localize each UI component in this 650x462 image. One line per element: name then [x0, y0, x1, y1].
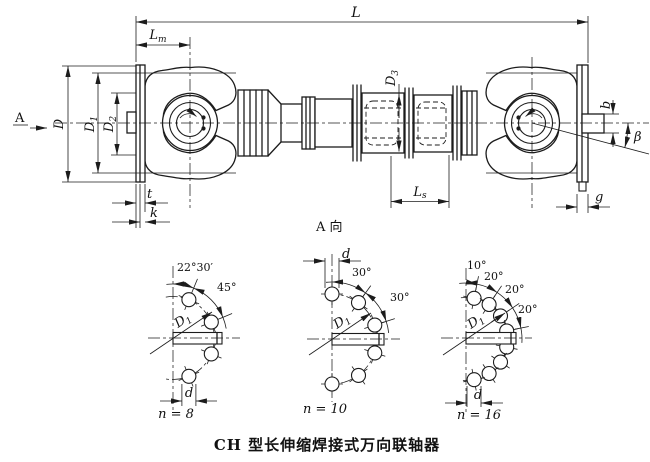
bolt-hole [364, 314, 386, 336]
label-k: k [150, 206, 158, 221]
bolt-hole [479, 364, 499, 383]
dimension-b: b [599, 100, 619, 147]
label-t: t [147, 187, 153, 202]
label-D1-view: D1 [464, 311, 488, 335]
stub-shaft [581, 113, 605, 134]
bolt-hole [200, 311, 222, 333]
label-n8: n = 8 [158, 407, 194, 422]
bolt-view-n10: D1 30° 30° d n = 10 [303, 247, 410, 417]
bolt-hole [349, 293, 368, 312]
bolt-hole [463, 287, 485, 310]
label-d: d [185, 386, 193, 401]
center-lines [55, 37, 649, 208]
label-Ls: Ls [412, 185, 427, 201]
dimension-t-k: t k [112, 184, 170, 228]
label-d: d [474, 388, 482, 403]
dimension-D1: D1 [83, 72, 236, 174]
label-D: D [52, 118, 67, 130]
label-D1-view: D1 [171, 310, 195, 334]
yoke-fork [144, 66, 237, 180]
dimension-D2: D2 [102, 92, 136, 156]
figure-caption: CH 型长伸缩焊接式万向联轴器 [214, 436, 440, 454]
label-n16: n = 16 [457, 408, 501, 423]
bolt-view-n16: D1 10° 20° 20° 20° d n = 16 [441, 259, 538, 423]
dimension-D: D [52, 65, 136, 183]
label-beta: β [633, 130, 642, 145]
dimension-g: g [556, 190, 610, 213]
dimension-D3: D3 [384, 70, 402, 152]
bolt-hole [178, 365, 200, 387]
bolt-hole [321, 373, 343, 395]
label-Lm: Lm [148, 28, 166, 45]
dimension-L: L [135, 5, 589, 63]
label-angle-30b: 30° [390, 291, 410, 304]
bolt-hole [321, 283, 343, 305]
bolt-view-n8: D1 22°30′ 45° d n = 8 [148, 261, 240, 422]
label-angle-30a: 30° [352, 266, 372, 279]
label-n10: n = 10 [303, 402, 347, 417]
label-D1: D1 [83, 116, 100, 133]
label-D3: D3 [384, 70, 401, 87]
label-angle-45: 45° [217, 281, 237, 294]
dimension-beta: β [531, 122, 650, 155]
label-L: L [350, 5, 360, 21]
label-angle-10: 10° [467, 259, 487, 272]
label-d: d [342, 247, 350, 262]
label-D1-view: D1 [330, 311, 354, 335]
label-angle-20a: 20° [484, 270, 504, 283]
label-angle-2230: 22°30′ [177, 261, 213, 274]
bolt-hole [349, 366, 368, 385]
label-g: g [595, 190, 603, 205]
label-b: b [599, 101, 614, 109]
view-direction-arrow: A [13, 111, 47, 131]
label-D2: D2 [102, 116, 119, 133]
label-view-A: A 向 [315, 219, 343, 235]
right-flange [576, 64, 605, 192]
left-flange [126, 64, 146, 183]
dimension-Lm: Lm [136, 28, 190, 48]
bolt-hole [491, 352, 510, 372]
dimension-d: d [303, 247, 361, 288]
main-drawing-universal-coupling: L Lm D D1 D2 [13, 5, 650, 235]
dimension-d: d [445, 386, 503, 407]
bolt-hole [364, 342, 386, 364]
label-angle-20b: 20° [505, 283, 525, 296]
dimension-Ls: Ls [390, 155, 450, 208]
bolt-hole [463, 368, 485, 391]
label-A-arrow: A [14, 111, 25, 126]
bolt-hole [200, 343, 222, 365]
dimension-d: d [160, 384, 217, 406]
label-angle-20c: 20° [518, 303, 538, 316]
bolt-hole [178, 289, 200, 311]
